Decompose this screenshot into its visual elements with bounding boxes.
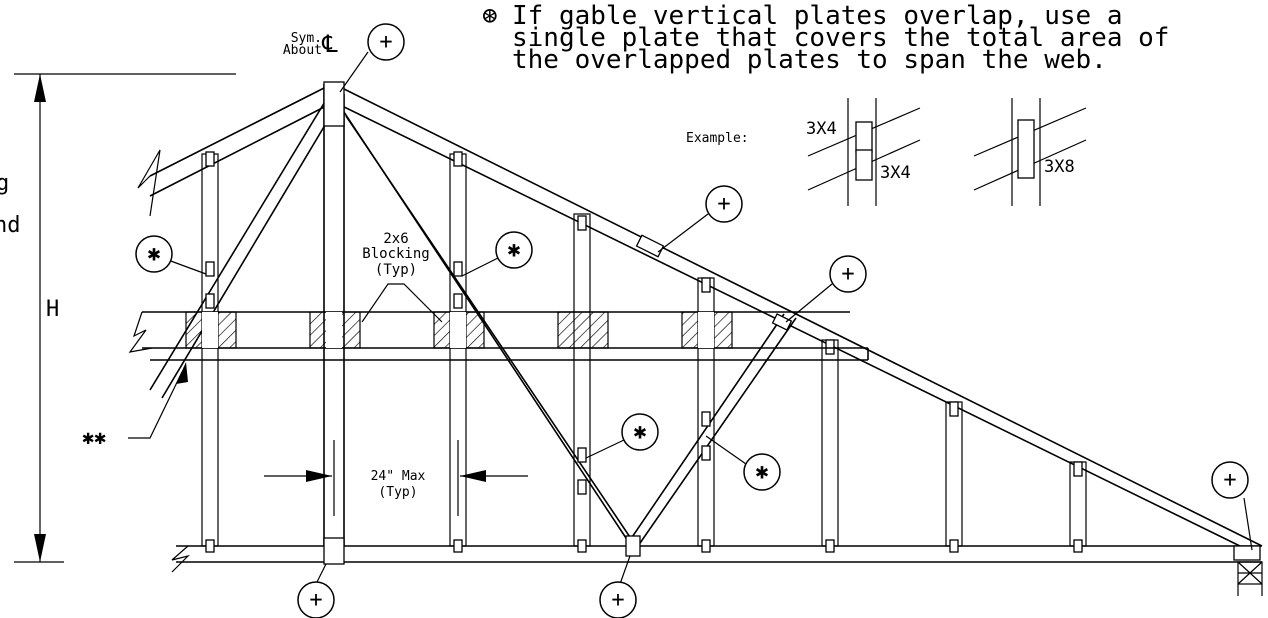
plus-callout-center-bottom: + <box>297 563 335 618</box>
note-line-3: the overlapped plates to span the web. <box>512 45 1107 75</box>
double-star-callout: ✱✱ <box>82 362 188 449</box>
blocking-label-line-1: 2x6 <box>383 231 408 247</box>
plus-callout-v-bottom: + <box>599 555 637 618</box>
centerline-symbol: ℄ <box>321 30 338 58</box>
vertical-plates <box>205 151 1261 561</box>
plus-callout-apex: + <box>339 23 405 93</box>
plus-symbol: + <box>309 588 322 613</box>
star-symbol: ✱ <box>633 420 646 445</box>
star-callout-mid: ✱ <box>461 231 533 277</box>
double-star-label: ✱✱ <box>82 425 106 449</box>
cutoff-text-g: g <box>0 171 9 196</box>
plus-symbol: + <box>1223 468 1236 493</box>
blocking-hatches <box>185 311 733 349</box>
star-callout-web-right: ✱ <box>705 435 781 491</box>
blocking-label: 2x6 Blocking (Typ) <box>361 231 443 323</box>
plus-callout-top-chord: + <box>657 185 743 253</box>
star-callout-left: ✱ <box>135 235 207 275</box>
plus-symbol: + <box>717 192 730 217</box>
symmetry-label: Sym. About ℄ <box>283 30 338 58</box>
star-symbol: ✱ <box>507 238 520 263</box>
plus-callout-web-top: + <box>785 255 867 323</box>
example-plate-3x4-bottom: 3X4 <box>880 163 911 183</box>
top-chord-plates <box>635 234 793 331</box>
spacing-label-line-1: 24" Max <box>371 469 426 484</box>
right-bearing <box>1237 561 1263 596</box>
blocking-label-line-2: Blocking <box>362 246 429 262</box>
blocking-label-line-3: (Typ) <box>375 262 417 278</box>
plus-symbol: + <box>611 588 624 613</box>
example-section: Example: 3X4 3X4 3X8 <box>686 98 1087 206</box>
about-text: About <box>283 43 322 58</box>
example-label: Example: <box>686 131 749 146</box>
plus-symbol: + <box>841 262 854 287</box>
star-symbol: ✱ <box>147 242 160 267</box>
spacing-label-line-2: (Typ) <box>378 485 417 500</box>
example-plate-3x8: 3X8 <box>1044 157 1075 177</box>
note-symbol: ⊛ <box>482 1 498 31</box>
example-plate-3x4-top: 3X4 <box>806 119 837 139</box>
sym-text: Sym. <box>291 31 322 46</box>
plus-symbol: + <box>379 30 392 55</box>
star-symbol: ✱ <box>755 460 768 485</box>
note-line-1: If gable vertical plates overlap, use a <box>512 1 1122 31</box>
height-label: H <box>46 297 59 322</box>
cutoff-text-nd: nd <box>0 213 21 238</box>
note-line-2: single plate that covers the total area … <box>512 23 1169 53</box>
overlap-note: ⊛ If gable vertical plates overlap, use … <box>482 1 1169 75</box>
height-dimension: H <box>14 73 236 563</box>
spacing-dimension: 24" Max (Typ) <box>264 440 528 516</box>
top-chord-left <box>137 83 335 217</box>
plus-callout-heel: + <box>1211 461 1253 551</box>
star-callout-web-left: ✱ <box>585 413 659 459</box>
